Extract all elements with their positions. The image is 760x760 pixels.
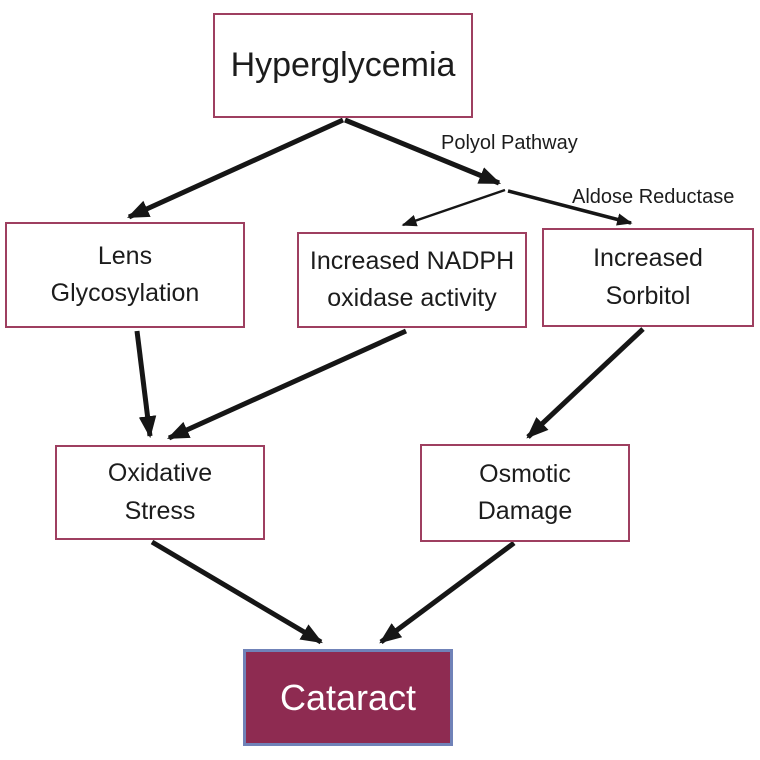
- node-oxidative-stress: Oxidative Stress: [55, 445, 265, 540]
- node-oxidative-stress-label: Oxidative Stress: [107, 459, 213, 525]
- arrow-lens-glycosylation-to-oxidative-stress: [134, 330, 157, 439]
- node-increased-sorbitol-label: Increased Sorbitol: [593, 244, 703, 310]
- arrow-hyperglycemia-to-polyol-junction: [344, 117, 502, 186]
- node-lens-glycosylation-label: Lens Glycosylation: [50, 241, 200, 308]
- node-hyperglycemia-label: Hyperglycemia: [230, 46, 456, 84]
- node-hyperglycemia: Hyperglycemia: [213, 13, 473, 118]
- arrow-oxidative-stress-to-cataract: [150, 539, 323, 645]
- node-increased-nadph-label: Increased NADPH oxidase activity: [309, 246, 515, 313]
- edge-label-aldose-reductase: Aldose Reductase: [572, 186, 735, 208]
- arrow-osmotic-damage-to-cataract: [379, 540, 516, 645]
- node-cataract: Cataract: [243, 649, 453, 746]
- node-lens-glycosylation: Lens Glycosylation: [5, 222, 245, 328]
- node-osmotic-damage-label: Osmotic Damage: [477, 459, 573, 526]
- node-osmotic-damage: Osmotic Damage: [420, 444, 630, 542]
- edge-label-polyol-pathway: Polyol Pathway: [441, 132, 578, 154]
- arrow-polyol-junction-to-increased-nadph: [401, 188, 506, 227]
- arrow-increased-sorbitol-to-osmotic-damage: [526, 327, 645, 439]
- node-cataract-label: Cataract: [279, 676, 417, 718]
- arrow-polyol-junction-to-increased-sorbitol: [507, 189, 633, 226]
- arrow-increased-nadph-to-oxidative-stress: [166, 328, 408, 441]
- node-increased-nadph-oxidase-activity: Increased NADPH oxidase activity: [297, 232, 527, 328]
- node-increased-sorbitol: Increased Sorbitol: [542, 228, 754, 327]
- arrow-hyperglycemia-to-lens-glycosylation: [126, 117, 345, 220]
